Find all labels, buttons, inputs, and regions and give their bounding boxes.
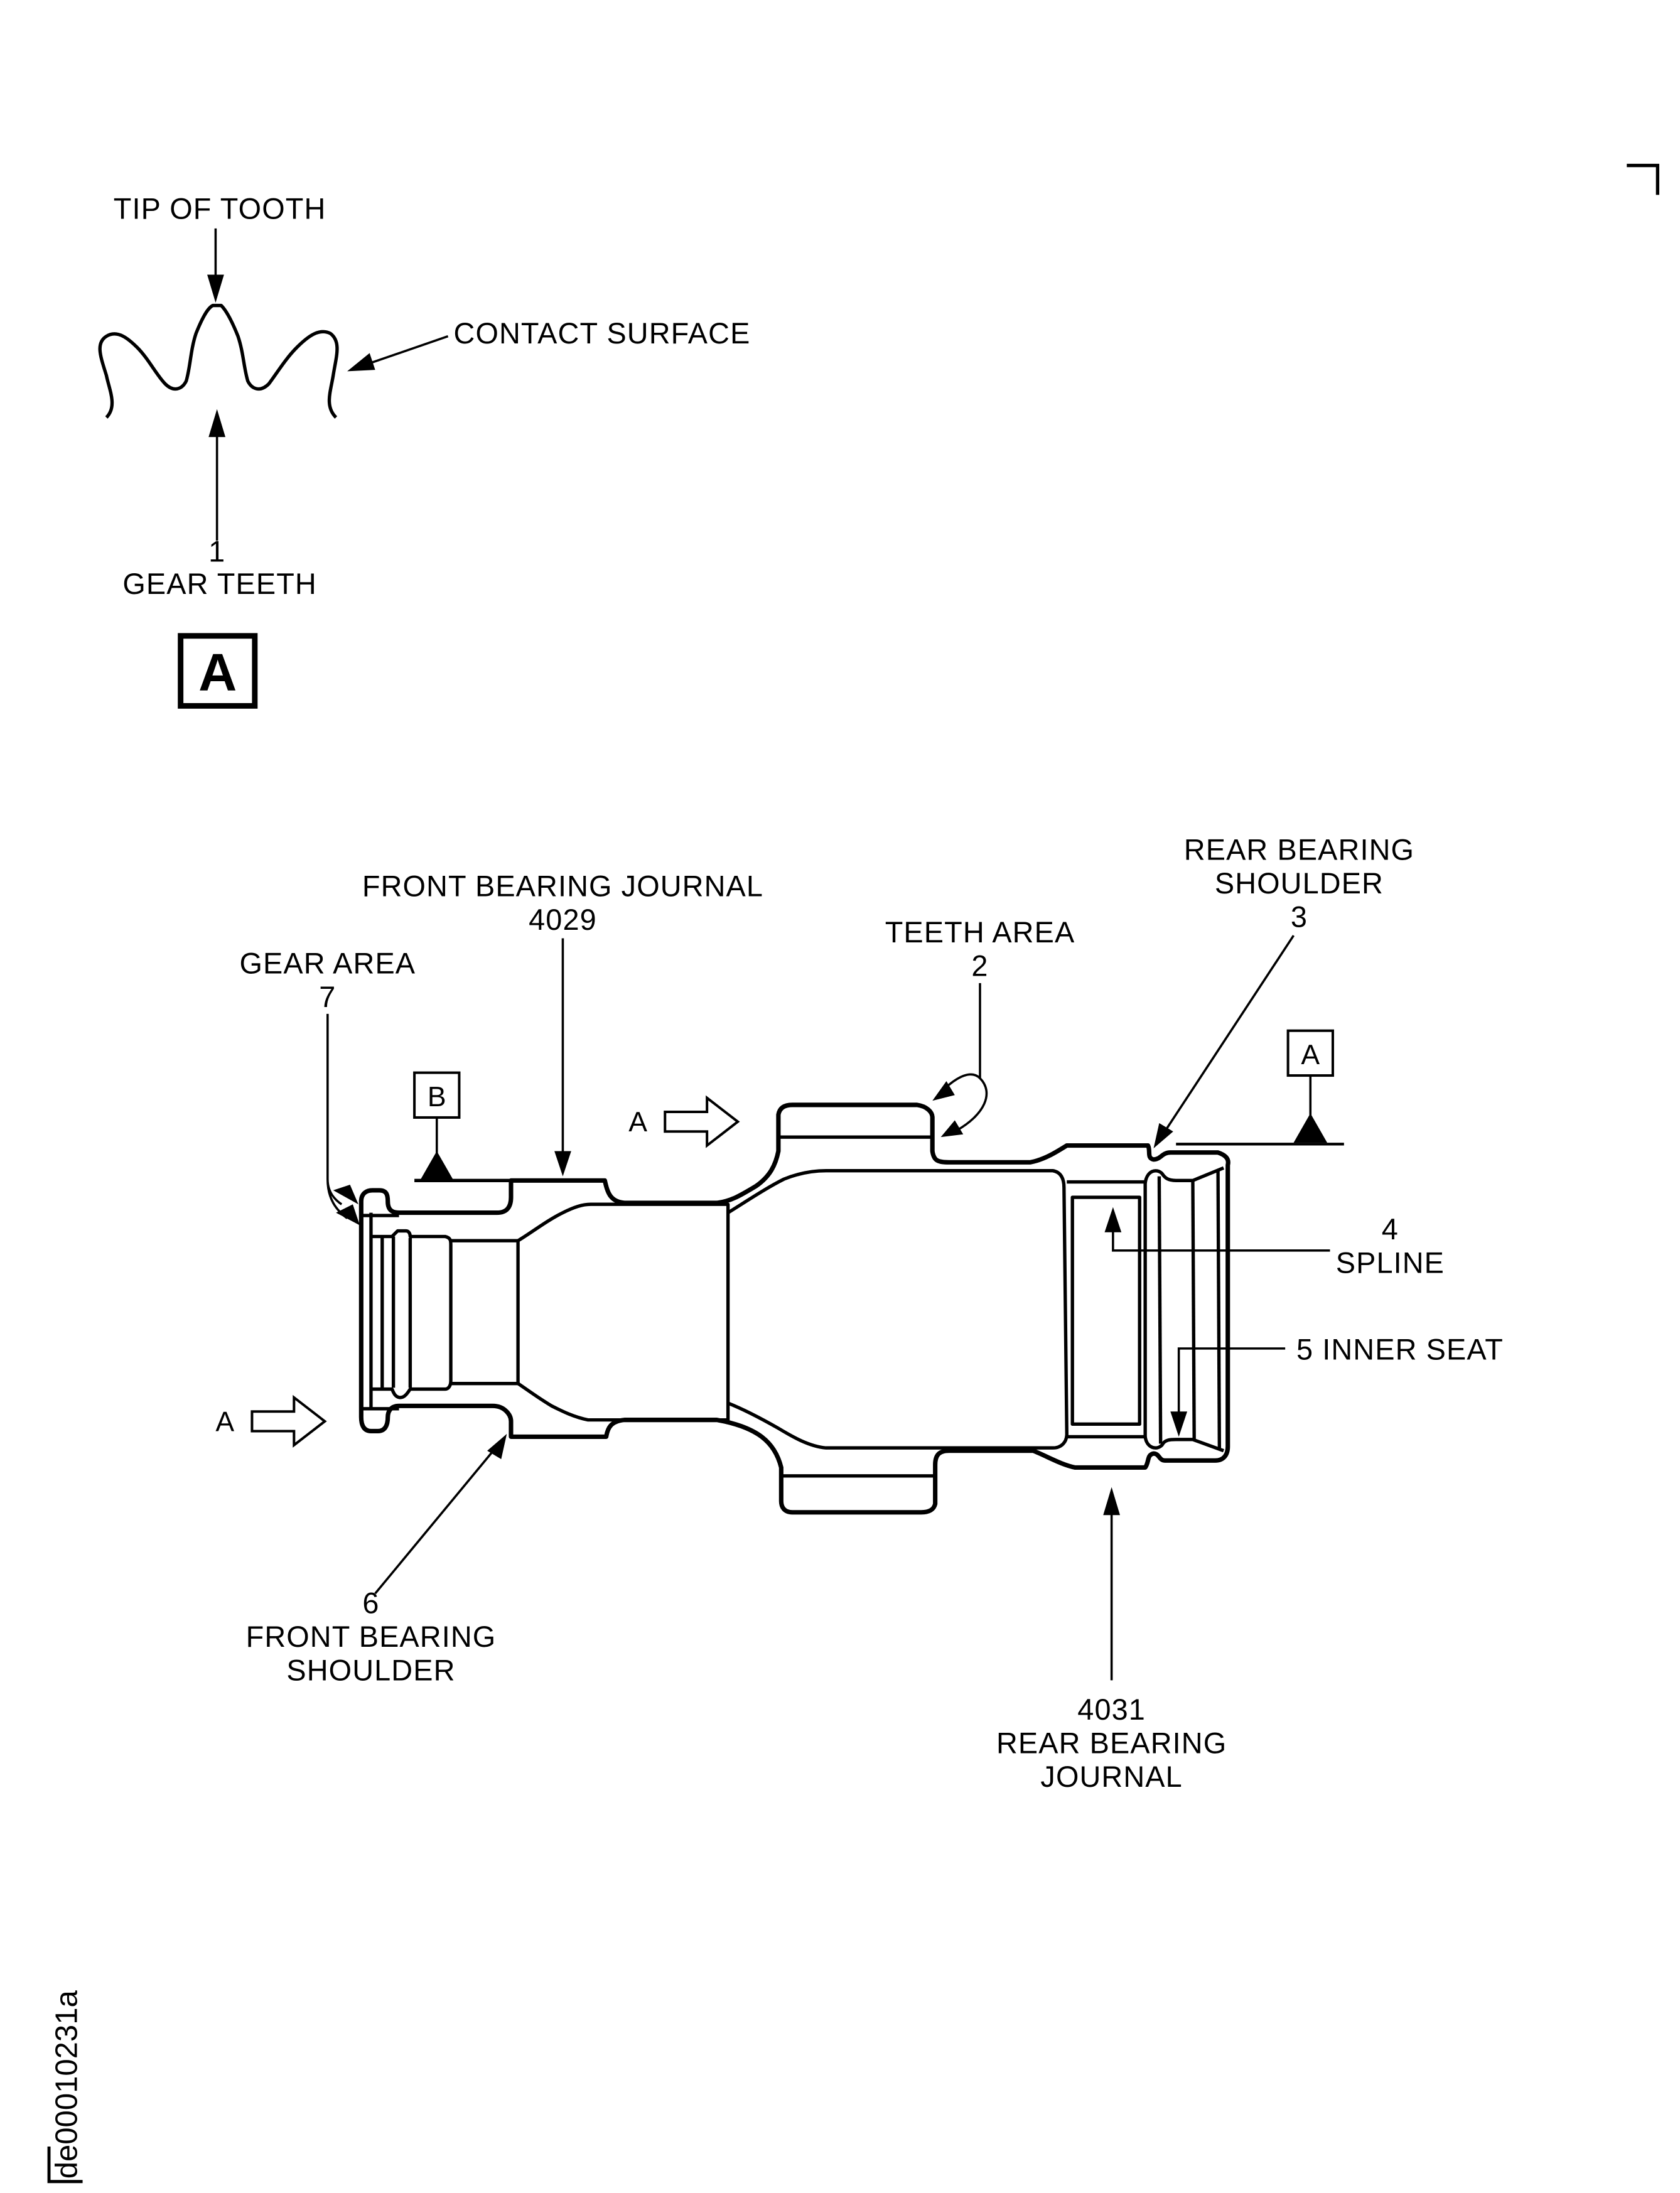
- spline-label: SPLINE: [1336, 1246, 1445, 1279]
- inner-seat-arrowhead-icon: [1170, 1411, 1188, 1437]
- callout-front-bearing-journal: FRONT BEARING JOURNAL 4029: [362, 870, 763, 1177]
- figure-id-text: de00010231a: [50, 1990, 84, 2179]
- detail-view-gear-teeth: TIP OF TOOTH CONTACT SURFACE 1 GEAR TEET…: [98, 192, 751, 709]
- callout-rear-bearing-shoulder: REAR BEARING SHOULDER 3: [1153, 834, 1414, 1149]
- front-bearing-journal-arrowhead-icon: [554, 1151, 571, 1177]
- rear-bearing-shoulder-line2: SHOULDER: [1215, 867, 1384, 900]
- crop-mark-top-right: [1627, 163, 1659, 195]
- figure-id: de00010231a: [47, 1990, 84, 2184]
- teeth-area-arrowhead-2-icon: [940, 1120, 964, 1138]
- contact-leader-line: [366, 335, 449, 365]
- front-bearing-journal-label: FRONT BEARING JOURNAL: [362, 870, 763, 903]
- rear-bearing-shoulder-line1: REAR BEARING: [1184, 834, 1414, 866]
- datum-a: A: [1176, 1029, 1344, 1146]
- small-bore: [451, 1239, 520, 1386]
- shaft-main-view: [358, 1102, 1230, 1515]
- view-arrow-top: A: [628, 1095, 740, 1148]
- datum-a-letter: A: [1301, 1040, 1320, 1070]
- view-a-box: [178, 633, 258, 709]
- gear-area-arrowhead-2-icon: [336, 1204, 360, 1226]
- view-arrow-left: A: [215, 1394, 327, 1448]
- spline-arrowhead-icon: [1104, 1207, 1122, 1232]
- rear-bearing-shoulder-number: 3: [1291, 901, 1308, 934]
- callout-front-bearing-shoulder: 6 FRONT BEARING SHOULDER: [246, 1433, 507, 1686]
- gear-teeth-arrowhead-icon: [208, 409, 226, 438]
- tip-arrowhead-icon: [207, 274, 224, 303]
- teeth-area-label: TEETH AREA: [885, 916, 1075, 949]
- teeth-area-arrowhead-1-icon: [932, 1080, 955, 1101]
- seat-line-1: [1157, 1176, 1163, 1444]
- front-bearing-shoulder-number: 6: [362, 1587, 379, 1619]
- datum-b-triangle-icon: [420, 1151, 454, 1181]
- seat-line-2: [1191, 1180, 1196, 1440]
- callout-rear-bearing-journal: 4031 REAR BEARING JOURNAL: [996, 1487, 1227, 1793]
- front-bore-rings: [370, 1229, 453, 1399]
- hollow-arrow-right-icon: [250, 1394, 327, 1448]
- seat-line-3: [1216, 1170, 1222, 1448]
- datum-b: B: [413, 1071, 511, 1182]
- inner-seat-label: 5 INNER SEAT: [1296, 1334, 1504, 1366]
- gear-area-label: GEAR AREA: [239, 947, 416, 979]
- inner-seat-leader: [1177, 1347, 1286, 1418]
- spline-outer: [1067, 1180, 1147, 1439]
- spline-inner: [1070, 1195, 1141, 1426]
- rear-bearing-journal-line1: REAR BEARING: [996, 1727, 1227, 1759]
- view-a-letter: A: [198, 642, 237, 702]
- rear-bearing-shoulder-leader: [1163, 935, 1295, 1133]
- tip-of-tooth-label: TIP OF TOOTH: [114, 192, 326, 225]
- contact-surface-label: CONTACT SURFACE: [454, 317, 751, 350]
- shaft-outline-top: [358, 1102, 1230, 1515]
- crop-mark-bottom-left: [47, 2147, 83, 2184]
- front-bearing-journal-number: 4029: [529, 903, 597, 936]
- callout-gear-area: GEAR AREA 7: [239, 947, 416, 1226]
- datum-a-triangle-icon: [1293, 1113, 1328, 1143]
- rear-bearing-journal-number: 4031: [1077, 1693, 1146, 1726]
- front-bearing-shoulder-arrowhead-icon: [487, 1433, 507, 1460]
- callout-teeth-area: TEETH AREA 2: [885, 916, 1075, 1138]
- callout-spline: 4 SPLINE: [1104, 1207, 1445, 1279]
- view-arrow-left-letter: A: [215, 1406, 234, 1437]
- rear-bearing-journal-arrowhead-icon: [1103, 1487, 1120, 1516]
- rear-bearing-shoulder-arrowhead-icon: [1153, 1123, 1173, 1149]
- gear-teeth-number: 1: [208, 536, 225, 568]
- gear-teeth-profile: [98, 303, 339, 419]
- teeth-area-number: 2: [971, 950, 988, 983]
- callout-inner-seat: 5 INNER SEAT: [1170, 1334, 1504, 1437]
- front-bearing-shoulder-line1: FRONT BEARING: [246, 1620, 497, 1653]
- view-arrow-top-letter: A: [628, 1107, 647, 1138]
- contact-arrowhead-icon: [347, 353, 375, 372]
- spline-leader: [1112, 1226, 1330, 1252]
- front-bearing-shoulder-line2: SHOULDER: [286, 1654, 455, 1686]
- front-bearing-shoulder-leader: [374, 1447, 497, 1595]
- medium-bore: [517, 1202, 730, 1422]
- hollow-arrow-right-top-icon: [664, 1095, 740, 1148]
- spline-number: 4: [1382, 1213, 1399, 1246]
- datum-b-letter: B: [428, 1082, 446, 1113]
- gear-teeth-label: GEAR TEETH: [122, 568, 317, 600]
- teeth-area-leader: [940, 983, 988, 1133]
- gear-area-number: 7: [319, 981, 336, 1013]
- rear-bearing-journal-line2: JOURNAL: [1040, 1760, 1182, 1793]
- inner-seat-outline: [1143, 1166, 1225, 1453]
- large-bore: [727, 1169, 1069, 1450]
